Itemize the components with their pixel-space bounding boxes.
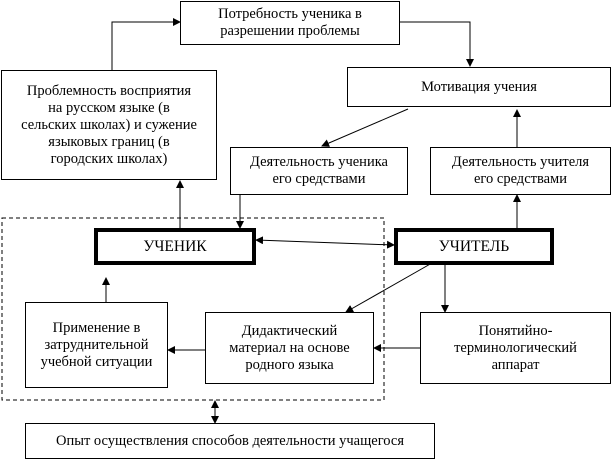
box-motivation: Мотивация учения — [347, 67, 611, 107]
box-didactic: Дидактический материал на основе родного… — [205, 312, 374, 384]
box-experience-label: Опыт осуществления способов деятельности… — [55, 432, 405, 449]
box-experience: Опыт осуществления способов деятельности… — [25, 423, 435, 459]
box-student-activity-label: Деятельность ученика его средствами — [250, 154, 388, 187]
arrow-student-teacher-bidirectional — [255, 236, 395, 249]
box-teacher-activity: Деятельность учителя его средствами — [430, 147, 611, 195]
arrow-teacher-to-didactic — [345, 262, 433, 313]
box-need: Потребность ученика в разрешении проблем… — [180, 1, 400, 45]
box-motivation-label: Мотивация учения — [421, 78, 537, 95]
box-student: УЧЕНИК — [94, 228, 256, 265]
box-teacher-activity-label: Деятельность учителя его средствами — [451, 154, 590, 187]
box-terminology-label: Понятийно- терминологический аппарат — [454, 322, 577, 373]
box-need-label: Потребность ученика в разрешении проблем… — [218, 6, 362, 39]
box-teacher-label: УЧИТЕЛЬ — [438, 238, 510, 255]
box-student-activity: Деятельность ученика его средствами — [230, 147, 408, 195]
arrow-motivation-to-student-activity — [321, 108, 409, 147]
box-problem: Проблемность восприятия на русском языке… — [1, 70, 217, 180]
box-teacher: УЧИТЕЛЬ — [394, 228, 554, 265]
box-application: Применение в затруднительной учебной сит… — [25, 302, 168, 388]
box-student-label: УЧЕНИК — [143, 238, 207, 255]
box-didactic-label: Дидактический материал на основе родного… — [229, 322, 350, 373]
box-application-label: Применение в затруднительной учебной сит… — [40, 319, 153, 370]
arrow-need-to-motivation — [400, 21, 474, 67]
arrow-problem-to-need — [111, 18, 181, 70]
box-terminology: Понятийно- терминологический аппарат — [420, 312, 611, 384]
box-problem-label: Проблемность восприятия на русском языке… — [21, 82, 197, 167]
